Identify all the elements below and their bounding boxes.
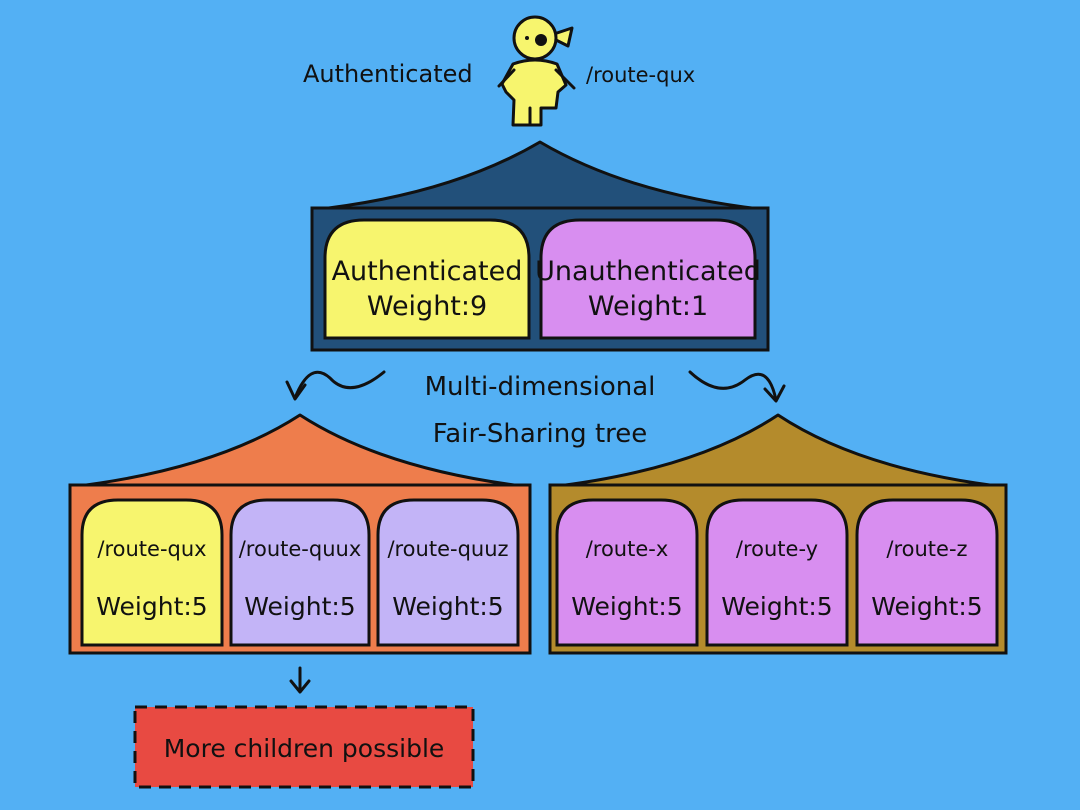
right-cell-route-x-name: /route-x [586, 537, 669, 561]
center-label-line2: Fair-Sharing tree [433, 419, 648, 449]
branch-arrows [285, 370, 786, 403]
top-node-roof [310, 140, 770, 212]
right-cell-route-z [855, 498, 999, 647]
top-cell-unauthenticated-name: Unauthenticated [535, 256, 761, 287]
center-label-line1: Multi-dimensional [425, 372, 656, 402]
top-cell-authenticated-name: Authenticated [332, 256, 523, 287]
right-cell-route-y-name: /route-y [736, 537, 818, 561]
right-cell-route-z-weight: Weight:5 [871, 592, 982, 621]
right-cell-route-x-weight: Weight:5 [571, 592, 682, 621]
left-node-roof [68, 413, 532, 489]
top-cell-authenticated-weight: Weight:9 [367, 291, 487, 322]
left-cell-route-quuz-weight: Weight:5 [392, 592, 503, 621]
right-cell-route-y [705, 498, 849, 647]
left-cell-route-quux-weight: Weight:5 [244, 592, 355, 621]
left-cell-route-qux [80, 498, 224, 647]
top-node: Authenticated Weight:9 Unauthenticated W… [310, 140, 770, 352]
left-cell-route-quux-name: /route-quux [239, 537, 362, 561]
person-left-label: Authenticated [303, 60, 473, 88]
right-cell-route-x [555, 498, 699, 647]
left-cell-route-qux-weight: Weight:5 [96, 592, 207, 621]
arrow-right-head [763, 384, 786, 403]
person-figure [497, 15, 576, 127]
left-node: /route-qux Weight:5 /route-quux Weight:5… [68, 413, 532, 655]
right-cell-route-z-name: /route-z [886, 537, 967, 561]
right-node: /route-x Weight:5 /route-y Weight:5 /rou… [548, 413, 1008, 655]
left-cell-route-quuz-name: /route-quuz [387, 537, 508, 561]
left-cell-route-quux [229, 498, 371, 647]
top-cell-authenticated [323, 218, 531, 340]
arrow-right [688, 370, 778, 402]
right-cell-route-y-weight: Weight:5 [721, 592, 832, 621]
person-right-label: /route-qux [586, 63, 695, 87]
arrow-left-head [285, 380, 307, 401]
top-cell-unauthenticated [539, 218, 757, 340]
top-cell-unauthenticated-weight: Weight:1 [588, 291, 708, 322]
more-children-box [133, 705, 475, 789]
right-node-roof [548, 413, 1008, 489]
left-cell-route-quuz [376, 498, 520, 647]
arrow-left [293, 370, 386, 400]
down-arrow [289, 666, 311, 694]
more-children-label: More children possible [164, 734, 445, 763]
left-cell-route-qux-name: /route-qux [97, 537, 206, 561]
